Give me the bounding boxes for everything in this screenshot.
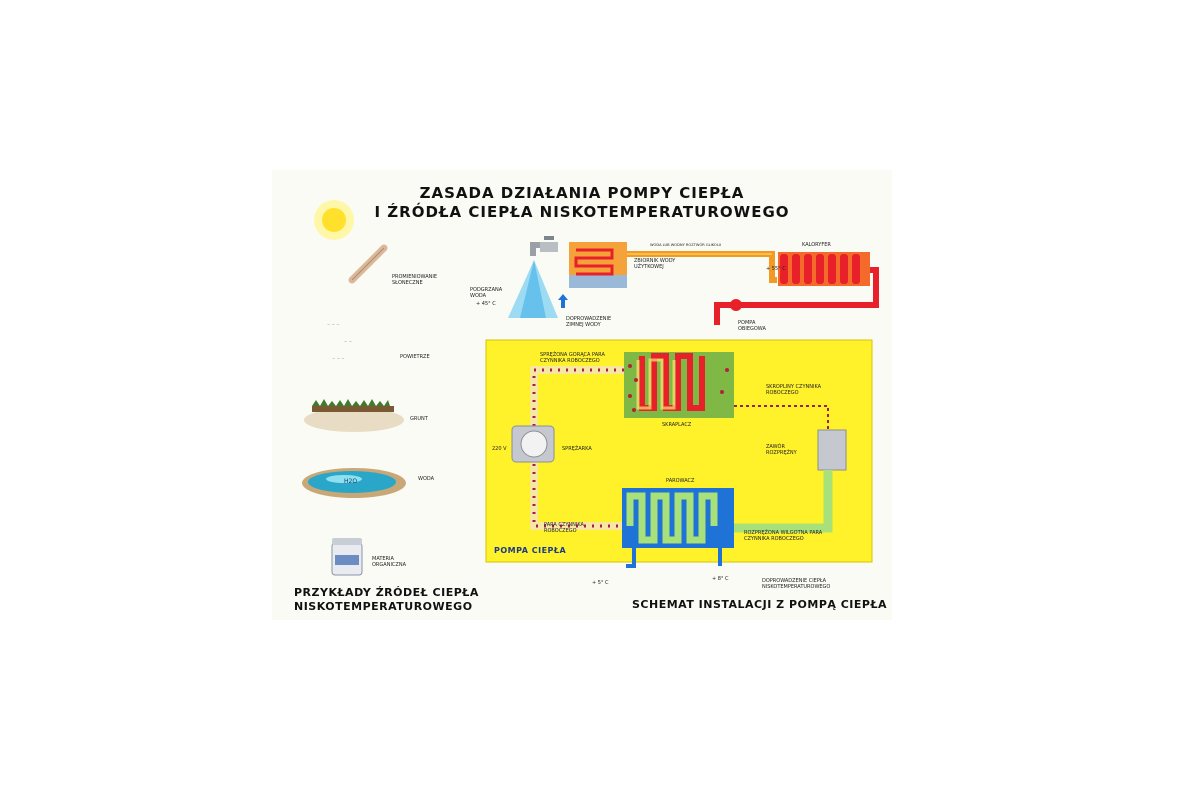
label-condensed: SKROPLINY CZYNNIKA ROBOCZEGO (766, 384, 822, 396)
compressor-icon (511, 425, 555, 463)
title-line-1: ZASADA DZIAŁANIA POMPY CIEPŁA (419, 184, 745, 202)
label-vapour: PARA CZYNNIKA ROBOCZEGO (544, 522, 584, 534)
hot-water-tank-icon (569, 242, 627, 288)
expansion-valve-icon (817, 429, 847, 471)
faucet-icon (530, 236, 558, 256)
ground-icon (304, 399, 404, 432)
svg-text:~ ~: ~ ~ (344, 339, 352, 344)
label-hot-vapour: SPRĘŻONA GORĄCA PARA CZYNNIKA ROBOCZEGO (540, 352, 605, 364)
label-valve: ZAWÓR ROZPRĘŻNY (766, 444, 797, 456)
water-icon (302, 468, 406, 498)
label-out-temp: + 5° C (592, 580, 609, 586)
label-in-temp: + 8° C (712, 576, 729, 582)
svg-text:~ ~ ~: ~ ~ ~ (327, 322, 340, 327)
label-compressor: SPRĘŻARKA (562, 446, 592, 452)
label-solar: PROMIENIOWANIE SŁONECZNE (392, 274, 437, 286)
label-cold-supply: DOPROWADZENIE ZIMNEJ WODY (566, 316, 612, 328)
air-icon: ~ ~ ~ ~ ~ ~ ~ ~ (327, 322, 352, 361)
svg-text:~ ~ ~: ~ ~ ~ (332, 356, 345, 361)
radiator-icon (778, 252, 870, 286)
diagram-graphics: ~ ~ ~ ~ ~ ~ ~ ~ (302, 200, 879, 576)
label-tank: ZBIORNIK WODY UŻYTKOWEJ (634, 258, 676, 270)
label-radiator-temp: + 55° C (766, 266, 786, 272)
wet-vapour-pipe (734, 470, 833, 533)
label-expanded: ROZPRĘŻONA WILGOTNA PARA CZYNNIKA ROBOCZ… (744, 530, 823, 542)
label-radiator: KALORYFER (802, 242, 831, 248)
liquid-pipe (734, 405, 829, 450)
heat-pump-box-label: POMPA CIEPŁA (494, 546, 567, 555)
label-heated-water: PODGRZANA WODA (470, 287, 503, 299)
label-circ-pump: POMPA OBIEGOWA (738, 320, 766, 332)
circulation-pump-icon (730, 299, 742, 311)
label-ground: GRUNT (410, 416, 428, 422)
return-pipe (714, 267, 879, 325)
solar-collector-icon (348, 244, 388, 284)
out-arrow-icon (626, 548, 636, 568)
label-organic: MATERIA ORGANICZNA (372, 556, 406, 568)
label-water: WODA (418, 476, 435, 482)
poster: ZASADA DZIAŁANIA POMPY CIEPŁA I ŹRÓDŁA C… (272, 170, 892, 620)
sources-caption-1: PRZYKŁADY ŹRÓDEŁ CIEPŁA (294, 586, 479, 599)
label-low-supply: DOPROWADZENIE CIEPŁA NISKOTEMPERATUROWEG… (762, 578, 831, 590)
label-air: POWIETRZE (400, 354, 430, 360)
schematic-caption: SCHEMAT INSTALACJI Z POMPĄ CIEPŁA (632, 598, 888, 611)
label-heated-temp: + 45° C (476, 301, 496, 307)
title-line-2: I ŹRÓDŁA CIEPŁA NISKOTEMPERATUROWEGO (374, 203, 790, 221)
label-top-pipe: WODA LUB WODNY ROZTWÓR GLIKOLU (650, 243, 722, 247)
sun-icon (314, 200, 354, 240)
label-condenser: SKRAPLACZ (662, 422, 692, 428)
cold-water-arrow-icon (558, 294, 568, 308)
organic-jar-icon (331, 538, 363, 576)
label-water-symbol: H2O (344, 478, 358, 485)
sources-caption-2: NISKOTEMPERATUROWEGO (294, 600, 473, 613)
label-evaporator: PAROWACZ (666, 478, 695, 484)
label-voltage: 220 V (492, 446, 507, 452)
